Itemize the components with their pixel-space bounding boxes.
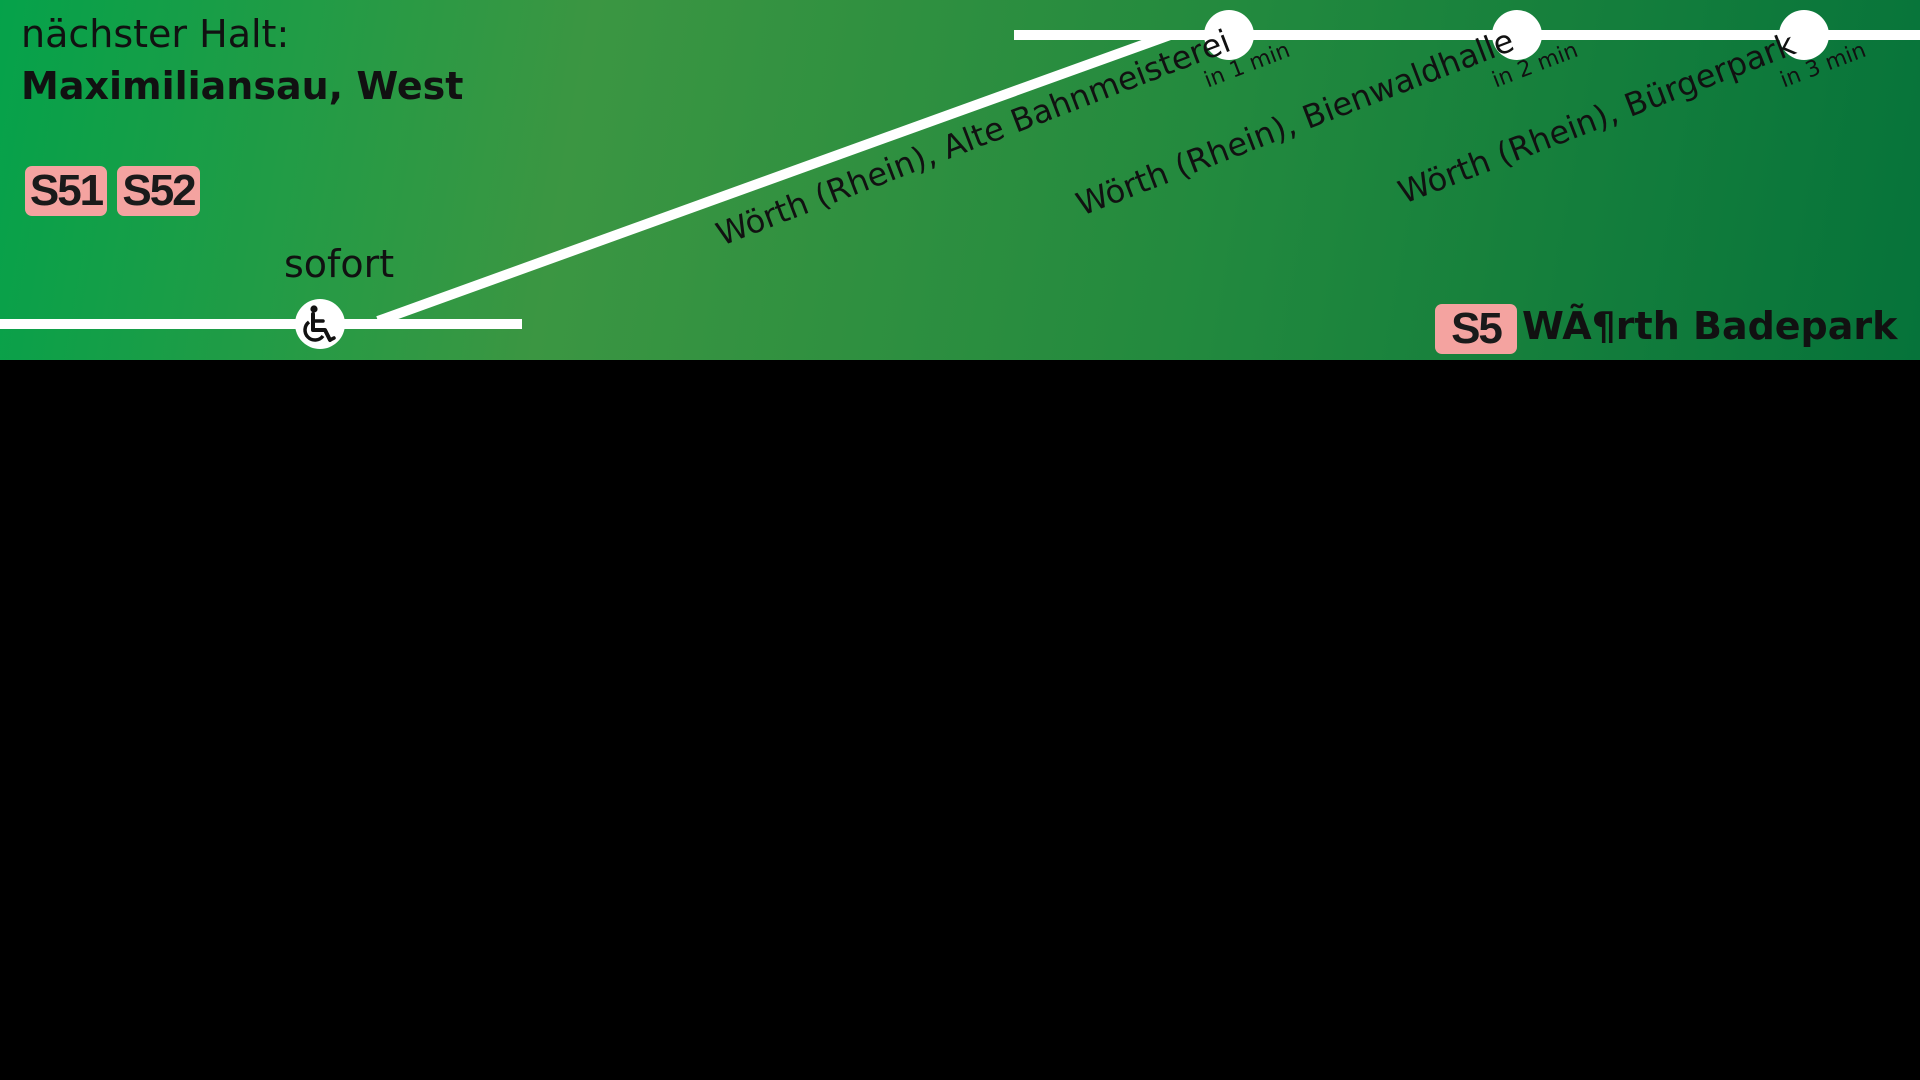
stop-marker-2	[1492, 10, 1542, 60]
destination-line-badge: S5	[1435, 304, 1517, 354]
route-diagram	[0, 10, 1920, 329]
line-badge-s52: S52	[117, 166, 200, 216]
line-badge-s51: S51	[25, 166, 107, 216]
route-banner: nächster Halt: Maximiliansau, West S51 S…	[0, 0, 1920, 360]
next-stop-name: Maximiliansau, West	[21, 64, 464, 108]
destination-name: WÃ¶rth Badepark	[1522, 304, 1898, 348]
route-line-diagonal	[376, 30, 1172, 326]
wheelchair-icon	[295, 299, 345, 349]
stop-marker-1	[1204, 10, 1254, 60]
stop-marker-3	[1779, 10, 1829, 60]
next-stop-label: nächster Halt:	[21, 12, 290, 56]
departure-time: sofort	[284, 242, 395, 286]
